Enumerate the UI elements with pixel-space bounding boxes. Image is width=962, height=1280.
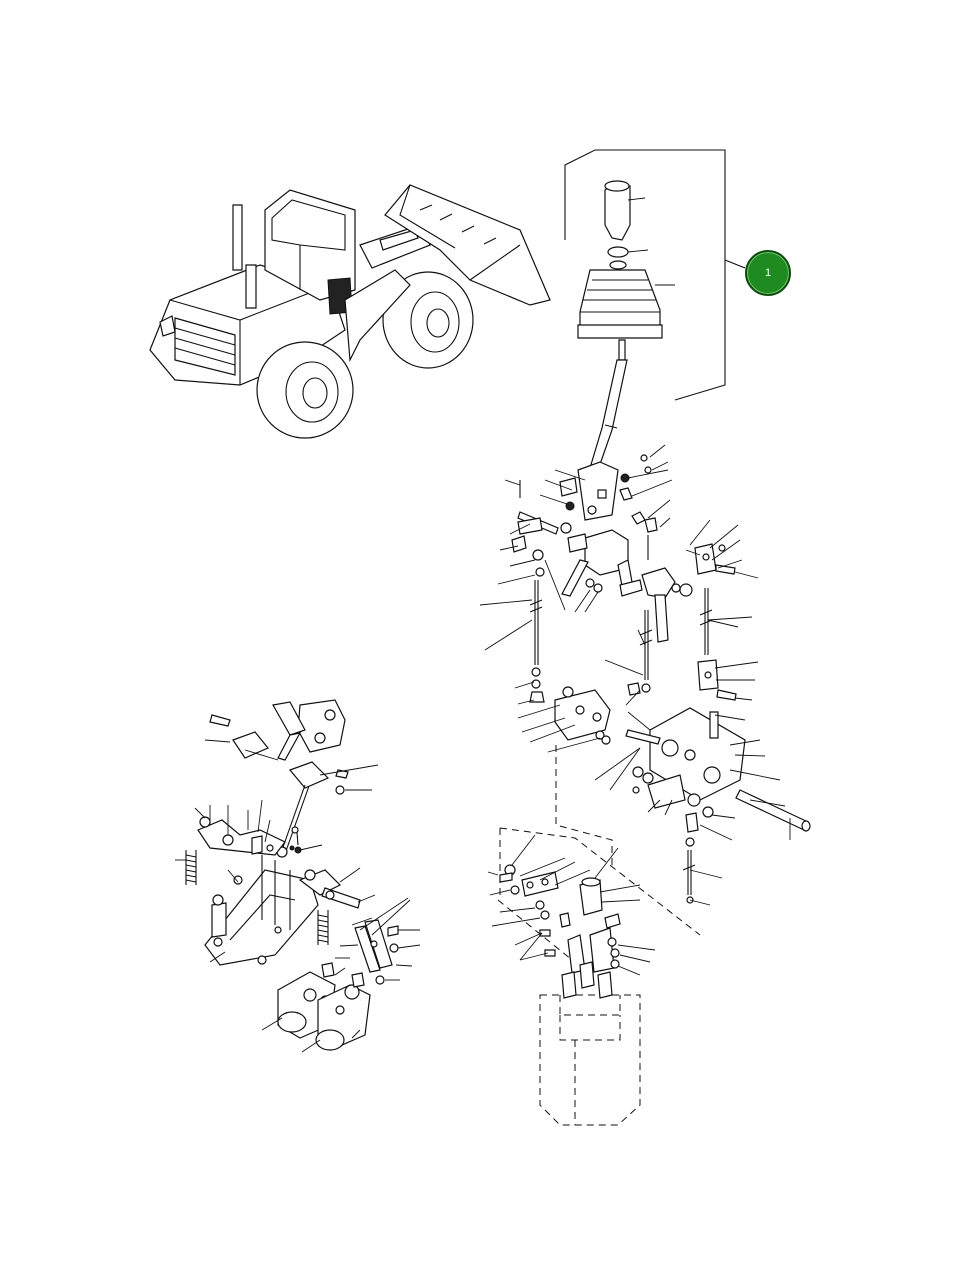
brake-valves (261, 962, 371, 1053)
front-wheel (382, 271, 474, 369)
linkage-rod-left (479, 580, 545, 705)
bucket (384, 184, 551, 306)
callout-number: 1 (764, 267, 772, 279)
pedal-lever-right (298, 867, 421, 985)
lever-washer (607, 246, 649, 258)
lever-assembly-bracket (564, 149, 746, 401)
valve-linkage (487, 834, 656, 976)
wheel-loader-illustration (149, 184, 551, 439)
pedal-rod (276, 784, 323, 858)
radiator-grille (174, 317, 236, 376)
lever-rod (589, 339, 628, 471)
rear-wheel (256, 341, 354, 439)
lever-boot (577, 260, 675, 339)
control-knob (604, 180, 646, 241)
pedal-upper-block (204, 699, 379, 795)
callout-badge-icon[interactable]: 1 (745, 250, 791, 296)
return-springs (175, 850, 329, 945)
pedal-pivot-bar (194, 799, 286, 856)
shaft-bracket (594, 707, 811, 841)
pedal-base-plate (204, 855, 319, 966)
linkage-rod-right (682, 812, 723, 906)
control-valve-outline (539, 961, 641, 1126)
mounting-plate-center (517, 686, 611, 753)
linkage-rods-middle (604, 588, 759, 706)
bellcrank-upper (619, 519, 759, 643)
pivot-block-lower (497, 517, 633, 613)
pedal-fasteners (289, 826, 359, 959)
pivot-block-upper (559, 461, 633, 521)
